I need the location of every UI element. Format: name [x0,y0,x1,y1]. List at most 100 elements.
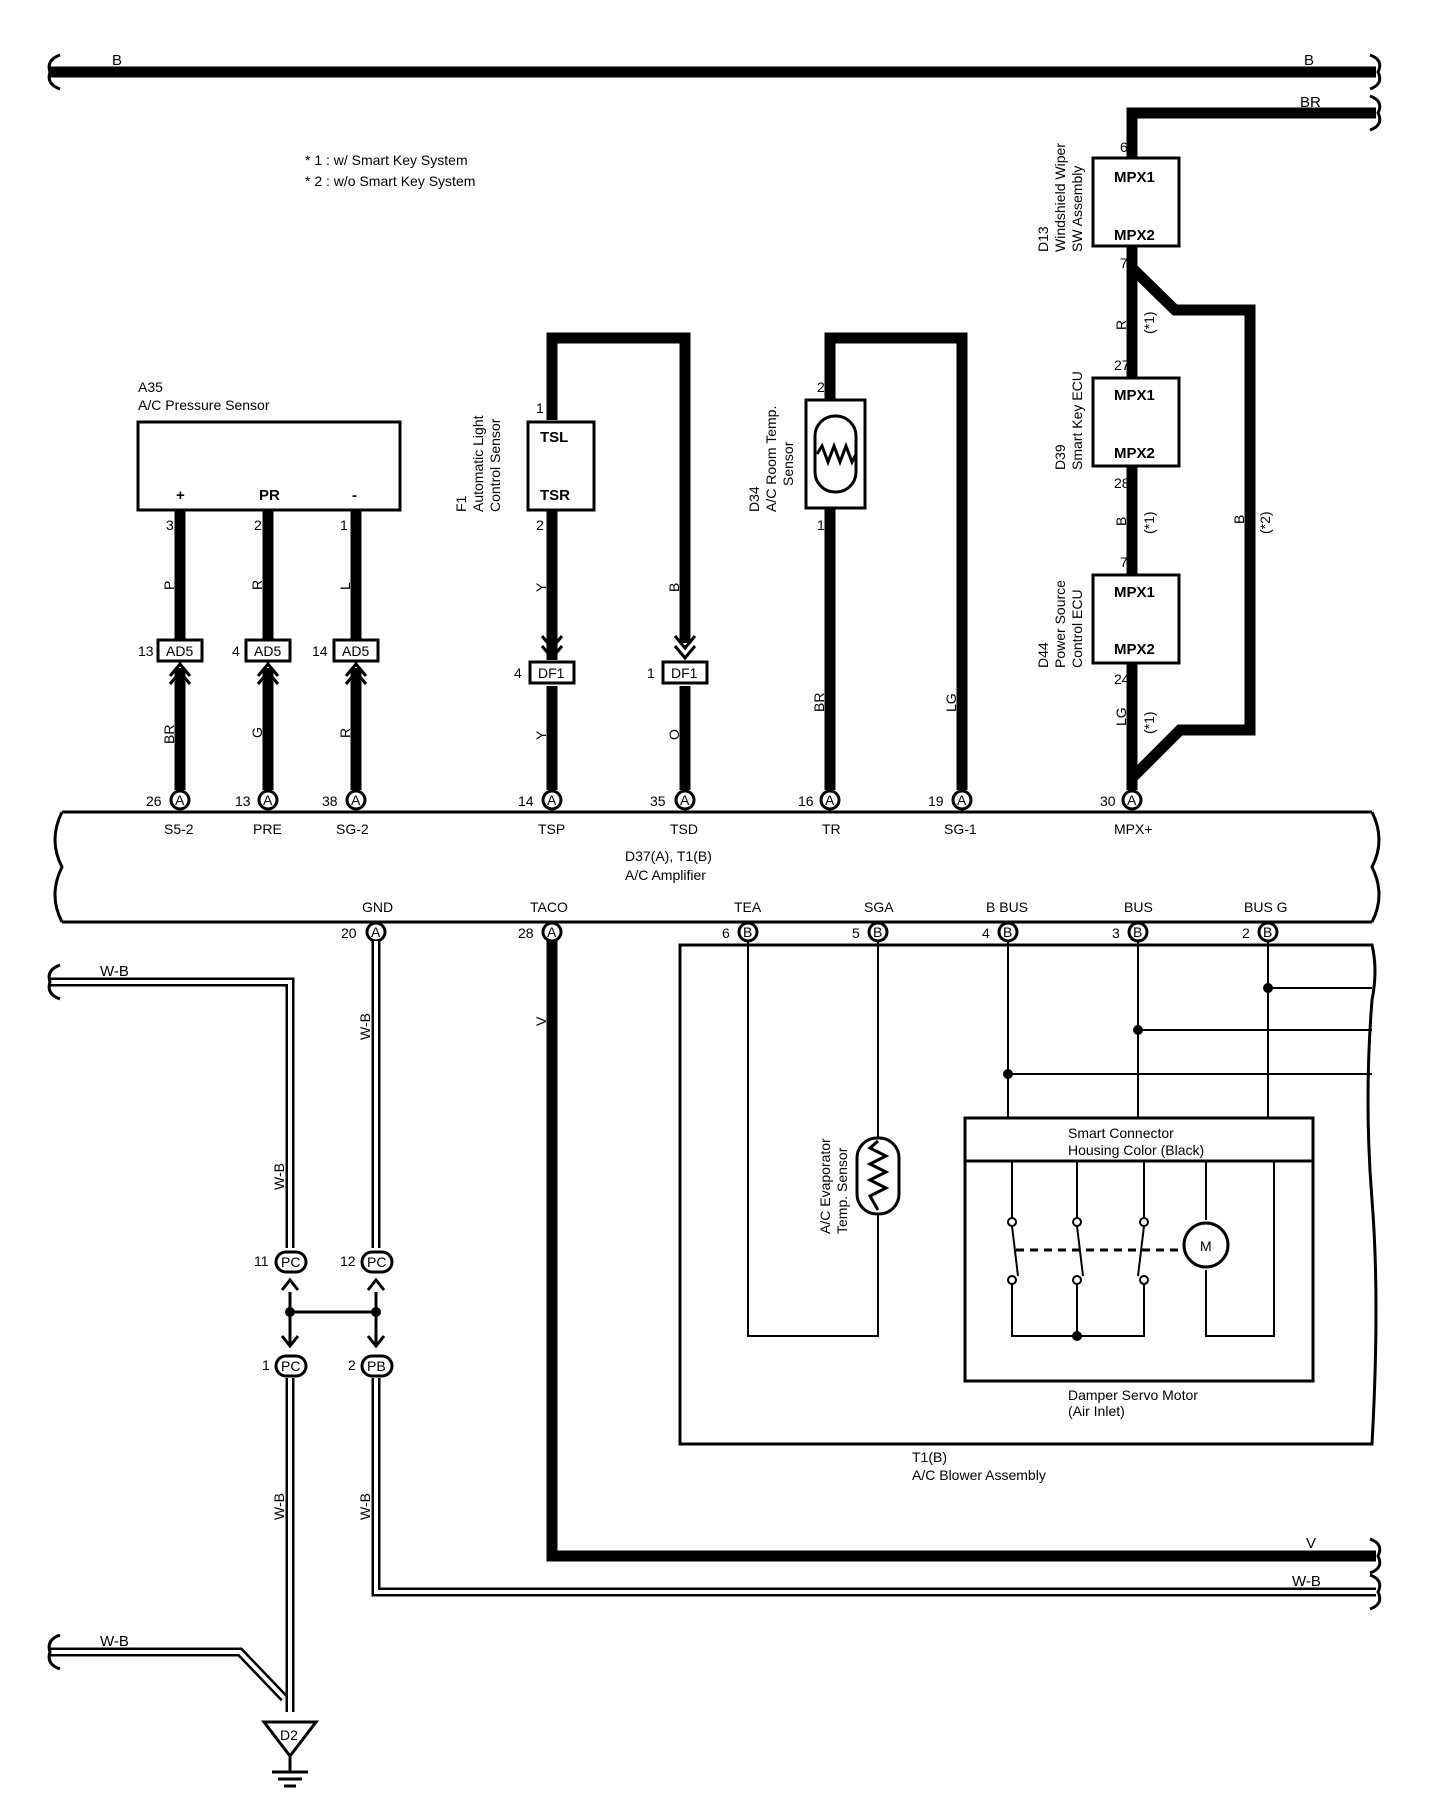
svg-text:V: V [533,1016,549,1026]
svg-text:14: 14 [518,793,534,809]
svg-text:TEA: TEA [734,899,762,915]
wire-label-wb-left-top: W-B [100,963,129,980]
a35-pin-minus: - [352,487,357,504]
a35-num-3: 3 [166,517,174,533]
ad5-connector-1: AD5 13 [138,638,204,685]
blower-assembly: A/C Evaporator Temp. Sensor Smart Connec… [678,941,1378,1483]
svg-text:A: A [957,792,967,808]
amp-pin-s5-2: 26 A S5-2 [146,789,194,837]
svg-text:PC: PC [281,1358,300,1374]
d44-name-1: Power Source [1052,580,1068,668]
svg-text:PB: PB [367,1358,386,1374]
svg-text:A: A [825,792,835,808]
svg-text:A: A [680,792,690,808]
svg-text:B: B [666,583,682,592]
svg-text:PC: PC [367,1254,386,1270]
df1-connector-2: DF1 1 [647,635,709,685]
svg-text:AD5: AD5 [342,643,369,659]
taco-v-wire: V V [533,941,1382,1575]
a35-wire-r: R [249,580,265,590]
svg-text:20: 20 [341,925,357,941]
f1-pin-tsl: TSL [540,429,568,446]
svg-text:MPX+: MPX+ [1114,821,1153,837]
ad5-connector-3: AD5 14 [312,638,380,685]
amp-pin-tr: 16 A TR [798,789,841,837]
a35-wire-l: L [337,582,353,590]
a35-pin-plus: + [176,487,185,504]
svg-text:W-B: W-B [357,1013,373,1040]
svg-text:1: 1 [262,1357,270,1373]
a35-num-2: 2 [254,517,262,533]
amp-pin-taco: TACO 28 A [518,899,568,943]
svg-text:B: B [1113,517,1129,526]
amp-pin-tsp: 14 A TSP [518,789,565,837]
d13-name-1: Windshield Wiper [1052,143,1068,252]
svg-text:2: 2 [817,379,825,395]
svg-text:27: 27 [1114,357,1130,373]
svg-text:A: A [351,792,361,808]
amp-pin-b-bus: B BUS 4 B [982,899,1028,943]
f1-name-2: Control Sensor [487,418,503,512]
svg-text:7: 7 [1120,554,1128,570]
svg-text:16: 16 [798,793,814,809]
svg-text:2: 2 [536,517,544,533]
svg-text:4: 4 [982,925,990,941]
a35-num-1: 1 [340,517,348,533]
svg-text:PRE: PRE [253,821,282,837]
svg-text:B BUS: B BUS [986,899,1028,915]
d34-id: D34 [746,486,762,512]
f1-pin-tsr: TSR [540,487,570,504]
svg-text:LG: LG [943,693,959,712]
blower-name: A/C Blower Assembly [912,1467,1046,1483]
damper-label-1: Damper Servo Motor [1068,1387,1198,1403]
mpx-chain: MPX1 MPX2 6 7 D13 Windshield Wiper SW As… [1035,139,1273,790]
svg-text:6: 6 [722,925,730,941]
svg-text:AD5: AD5 [166,643,193,659]
svg-text:TSP: TSP [538,821,565,837]
svg-text:1: 1 [647,665,655,681]
svg-text:W-B: W-B [357,1493,373,1520]
pc-connector-1: 1 PC [262,1335,308,1378]
svg-text:A: A [1127,792,1137,808]
svg-text:MPX2: MPX2 [1114,445,1155,462]
wire-label-br: BR [1300,94,1321,111]
svg-text:24: 24 [1114,671,1130,687]
svg-text:2: 2 [348,1357,356,1373]
d39-name: Smart Key ECU [1069,371,1085,470]
evap-sensor-label-2: Temp. Sensor [834,1147,850,1234]
svg-text:A: A [263,792,273,808]
svg-text:SG-1: SG-1 [944,821,977,837]
svg-text:4: 4 [514,665,522,681]
svg-text:D2: D2 [280,1727,298,1743]
svg-text:12: 12 [340,1253,356,1269]
d39-id: D39 [1052,444,1068,470]
svg-text:A: A [175,792,185,808]
d34-name-1: A/C Room Temp. [763,406,779,512]
smart-connector-label-2: Housing Color (Black) [1068,1142,1204,1158]
svg-text:O: O [666,729,682,740]
svg-text:MPX2: MPX2 [1114,641,1155,658]
f1-light-sensor: TSL TSR 1 2 F1 Automatic Light Control S… [453,332,691,790]
amp-pin-pre: 13 A PRE [235,789,282,837]
d34-room-temp-sensor: 2 1 D34 A/C Room Temp. Sensor BR LG [746,332,968,790]
amp-name: A/C Amplifier [625,867,706,883]
a35-wire-g: G [249,727,265,738]
svg-text:B: B [1231,515,1247,524]
amp-pin-sg-2: 38 A SG-2 [322,789,369,837]
wire-label-b-left: B [112,52,122,69]
blower-id: T1(B) [912,1449,947,1465]
svg-text:W-B: W-B [271,1493,287,1520]
a35-pin-pr: PR [259,487,280,504]
svg-text:LG: LG [1113,707,1129,726]
wire-label-b-right: B [1304,52,1314,69]
svg-text:(*1): (*1) [1141,311,1157,334]
svg-text:W-B: W-B [271,1163,287,1190]
svg-text:MPX1: MPX1 [1114,584,1155,601]
svg-text:13: 13 [138,643,154,659]
f1-name-1: Automatic Light [470,415,486,512]
svg-text:TR: TR [822,821,841,837]
svg-text:B: B [873,924,882,940]
wire-label-wb-left-bottom: W-B [100,1633,129,1650]
wire-label-wb-right: W-B [1292,1573,1321,1590]
wire-label-v: V [1306,1535,1316,1552]
